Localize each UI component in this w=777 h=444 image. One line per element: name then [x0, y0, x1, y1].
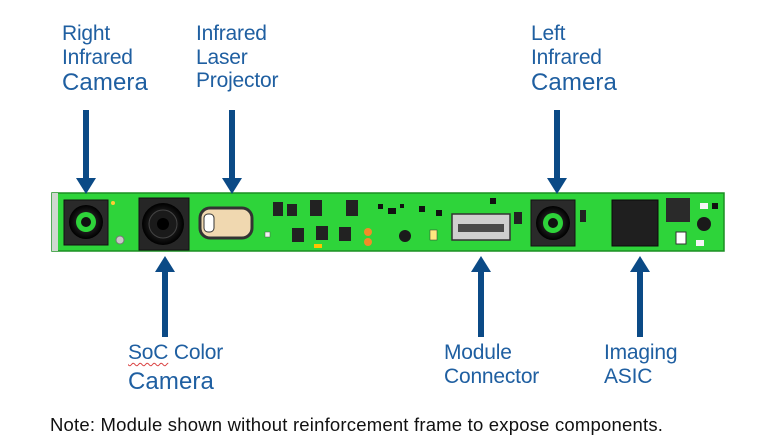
- infrared-laser-projector-component: [198, 206, 254, 240]
- imaging-asic-component: [611, 198, 718, 247]
- label-right-infrared-camera: Right Infrared Camera: [62, 22, 148, 97]
- label-line: Color: [168, 341, 224, 364]
- right-infrared-camera-component: [63, 199, 125, 246]
- arrow-head-down-left-ir: [547, 178, 567, 194]
- arrow-head-down-right-ir: [76, 178, 96, 194]
- left-infrared-camera-component: [530, 199, 586, 247]
- label-line: Imaging: [604, 341, 678, 364]
- soc-color-camera-component: [138, 197, 190, 251]
- label-imaging-asic: Imaging ASIC: [604, 341, 678, 388]
- label-left-infrared-camera: Left Infrared Camera: [531, 22, 617, 97]
- arrow-head-down-projector: [222, 178, 242, 194]
- pcb-small-components: [264, 200, 442, 248]
- arrow-head-up-asic: [630, 256, 650, 272]
- arrows: [76, 110, 650, 337]
- label-infrared-laser-projector: Infrared Laser Projector: [196, 22, 278, 93]
- footnote: Note: Module shown without reinforcement…: [50, 414, 664, 435]
- label-line: Projector: [196, 69, 279, 93]
- label-line: Infrared: [62, 45, 133, 69]
- label-line: Camera: [531, 69, 617, 97]
- label-line: Laser: [196, 45, 248, 69]
- label-line: Module: [444, 341, 512, 364]
- label-soc-color-camera: SoC Color Camera: [128, 341, 223, 395]
- module-connector-component: [451, 198, 522, 241]
- label-line: Camera: [62, 69, 148, 97]
- label-line: Infrared: [531, 45, 602, 69]
- label-module-connector: Module Connector: [444, 341, 539, 388]
- label-line: Connector: [444, 364, 540, 388]
- label-line: Camera: [128, 367, 214, 395]
- label-line: Infrared: [196, 22, 267, 45]
- label-line: SoC: [128, 341, 169, 364]
- arrow-head-up-connector: [471, 256, 491, 272]
- label-line: Left: [531, 22, 566, 45]
- arrow-head-up-soc-camera: [155, 256, 175, 272]
- label-line: ASIC: [604, 364, 653, 388]
- label-line: Right: [62, 22, 111, 45]
